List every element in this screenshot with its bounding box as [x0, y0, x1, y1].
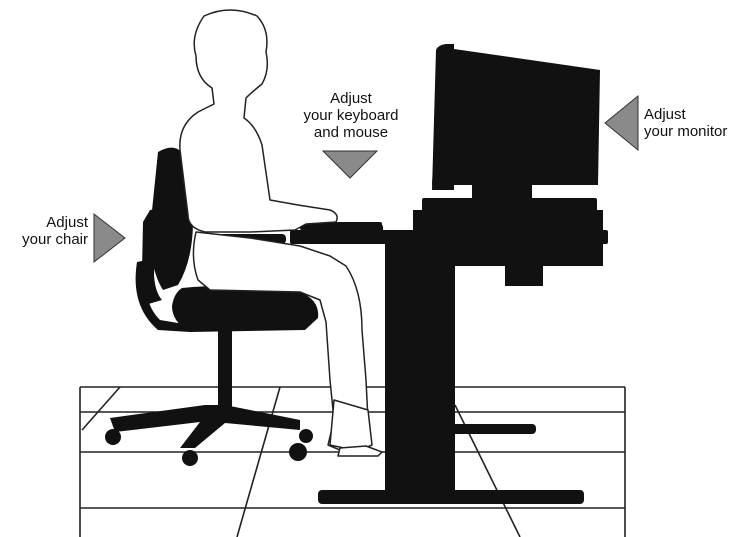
adjust-keyboard-label: Adjust your keyboard and mouse [296, 90, 406, 141]
down-arrow-icon [323, 151, 377, 178]
adjust-chair-label: Adjust your chair [12, 214, 88, 248]
adjust-keyboard-line1: Adjust [296, 90, 406, 107]
adjust-keyboard-line2: your keyboard [296, 107, 406, 124]
left-arrow-icon [605, 96, 638, 150]
computer-monitor [422, 44, 600, 212]
adjust-monitor-line2: your monitor [644, 123, 727, 140]
adjust-chair-line2: your chair [12, 231, 88, 248]
right-arrow-icon [94, 214, 125, 262]
adjust-chair-line1: Adjust [12, 214, 88, 231]
adjust-monitor-line1: Adjust [644, 106, 727, 123]
adjust-monitor-label: Adjust your monitor [644, 106, 727, 140]
adjust-keyboard-line3: and mouse [296, 124, 406, 141]
